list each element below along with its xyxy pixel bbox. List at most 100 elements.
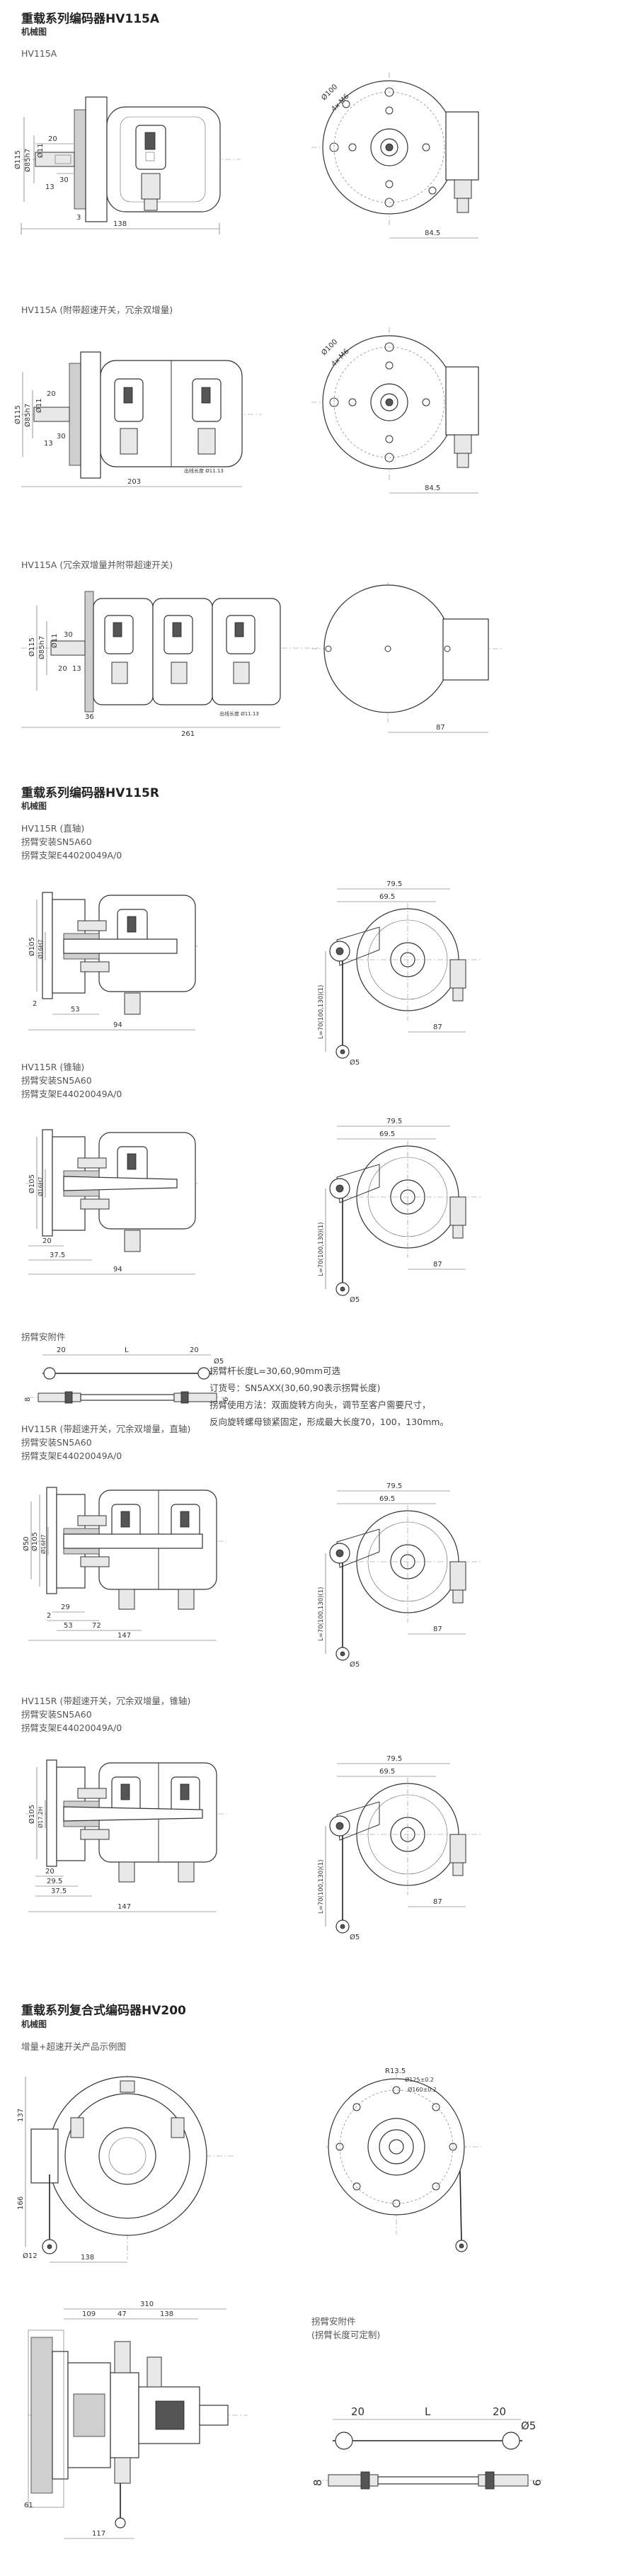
caption-line: HV115R (带超速开关，冗余双增量，直轴) bbox=[21, 1424, 191, 1434]
dim-a1-30: 30 bbox=[59, 176, 69, 184]
dim-hv200-138: 138 bbox=[81, 2254, 94, 2262]
dim-r2-69: 69.5 bbox=[379, 1130, 395, 1138]
dim-hv200-61: 61 bbox=[24, 2502, 33, 2509]
caption-line: HV115R (带超速开关，冗余双增量，锥轴) bbox=[21, 1696, 191, 1706]
dim-r4-29: 29.5 bbox=[47, 1878, 62, 1885]
caption-line: (拐臂长度可定制) bbox=[311, 2330, 381, 2340]
dim-r3-69: 69.5 bbox=[379, 1495, 395, 1503]
drawing-hv115r-overspeed-straight-side: Ø50 Ø105 Ø16H7 29 2 53 72 147 bbox=[22, 1487, 226, 1641]
drawing-hv115a-overspeed-front: Ø100 4x M6 84.5 bbox=[311, 327, 481, 494]
dim-a1-13: 13 bbox=[45, 183, 54, 191]
drawing-hv115a-front: Ø100 4x M6 84.5 bbox=[311, 72, 481, 239]
section-subtitle-hv115a: 机械图 bbox=[21, 27, 47, 37]
arm-note-line: 订货号：SN5AXX(30,60,90表示拐臂长度) bbox=[210, 1383, 381, 1393]
drawing-hv200-front: 137 166 Ø12 138 bbox=[17, 2075, 234, 2263]
dim-hv200-109: 109 bbox=[82, 2310, 96, 2318]
drawing-hv200-back: R13.5 Ø125±0.2 Ø160±0.2 bbox=[326, 2067, 481, 2252]
caption-line: 拐臂安附件 bbox=[311, 2316, 356, 2327]
dim-r2-d5: Ø5 bbox=[350, 1295, 360, 1304]
drawing-hv115r-overspeed-taper-side: Ø105 Ø17.2H 20 29.5 37.5 147 bbox=[25, 1759, 226, 1912]
dim-a1-d115: Ø115 bbox=[13, 150, 22, 169]
caption-hv200-example: 增量+超速开关产品示例图 bbox=[21, 2041, 126, 2052]
caption-hv200-arm: 拐臂安附件 (拐臂长度可定制) bbox=[311, 2315, 380, 2342]
dim-r1-dsh: Ø16H7 bbox=[37, 939, 44, 959]
dim-hv200-arm-8: 8 bbox=[311, 2479, 324, 2486]
dim-a2-bolt: Ø100 bbox=[320, 338, 340, 358]
dim-acc-8: 8 bbox=[24, 1397, 32, 1402]
drawing-hv200-section: 310 109 47 138 61 117 bbox=[24, 2300, 248, 2539]
dim-a3-87: 87 bbox=[436, 724, 445, 732]
drawing-hv115r-overspeed-taper-arm: 79.5 69.5 L=70(100,130)(1) Ø5 87 bbox=[318, 1755, 481, 1941]
dim-a2-203: 203 bbox=[127, 478, 141, 486]
dim-a3-20: 20 bbox=[58, 665, 67, 673]
dim-a2-30: 30 bbox=[57, 433, 66, 441]
dim-r3-2: 2 bbox=[47, 1612, 51, 1620]
dim-a3-30: 30 bbox=[64, 631, 73, 639]
caption-line: 拐臂安装SN5A60 bbox=[21, 1709, 92, 1720]
dim-r1-94: 94 bbox=[113, 1021, 122, 1029]
dim-r3-d5: Ø5 bbox=[350, 1660, 360, 1669]
drawing-hv115r-straight-side: Ø105 Ø16H7 2 53 94 bbox=[25, 892, 198, 1031]
dim-a2-20: 20 bbox=[47, 390, 56, 398]
dim-hv200-r135: R13.5 bbox=[385, 2067, 406, 2075]
dim-r3-87: 87 bbox=[433, 1625, 442, 1633]
dim-hv200-d125: Ø125±0.2 bbox=[405, 2076, 434, 2083]
dim-a3-label: 出线长度 Ø11.13 bbox=[219, 710, 259, 717]
dim-r1-69: 69.5 bbox=[379, 893, 395, 901]
caption-line: 拐臂支架E44020049A/0 bbox=[21, 850, 122, 861]
dim-hv200-138b: 138 bbox=[160, 2310, 173, 2318]
drawing-hv200-arm-accessory: 20 L 20 Ø5 8 6 bbox=[311, 2405, 544, 2490]
dim-a2-d11: Ø11 bbox=[35, 398, 43, 413]
caption-line: 拐臂安装SN5A60 bbox=[21, 1075, 92, 1086]
dim-a1-3: 3 bbox=[76, 214, 81, 222]
drawing-hv115a-redundant-side: Ø115 Ø85h7 Ø11 30 20 13 36 出线长度 Ø11.13 2… bbox=[21, 591, 318, 738]
dim-a1-84: 84.5 bbox=[425, 229, 440, 237]
dim-a2-label: 出线长度 Ø11.13 bbox=[184, 467, 224, 474]
dim-r2-37: 37.5 bbox=[50, 1252, 65, 1259]
dim-hv200-310: 310 bbox=[140, 2300, 154, 2308]
dim-r1-2: 2 bbox=[33, 1000, 37, 1008]
dim-r2-94: 94 bbox=[113, 1266, 122, 1273]
dim-r4-20: 20 bbox=[45, 1868, 54, 1876]
caption-hv115a-overspeed: HV115A (附带超速开关，冗余双增量) bbox=[21, 305, 173, 315]
dim-r3-72: 72 bbox=[92, 1622, 101, 1630]
caption-hv115r-overspeed-straight: HV115R (带超速开关，冗余双增量，直轴) 拐臂安装SN5A60 拐臂支架E… bbox=[21, 1422, 190, 1463]
dim-r2-arm: L=70(100,130)(1) bbox=[318, 1222, 325, 1277]
drawing-hv115a-redundant-front: 87 bbox=[311, 582, 503, 733]
dim-a1-138: 138 bbox=[113, 220, 127, 228]
section-subtitle-hv200: 机械图 bbox=[21, 2019, 47, 2029]
arm-note-line: 拐臂使用方法：双面旋转方向头，调节至客户需要尺寸， bbox=[210, 1400, 431, 1410]
dim-r3-arm: L=70(100,130)(1) bbox=[318, 1587, 325, 1642]
caption-line: 拐臂安装SN5A60 bbox=[21, 1437, 92, 1448]
dim-r2-87: 87 bbox=[433, 1261, 442, 1269]
caption-line: 拐臂支架E44020049A/0 bbox=[21, 1723, 122, 1733]
drawing-hv115r-taper-arm: 79.5 69.5 L=70(100,130)(1) Ø5 87 bbox=[318, 1118, 481, 1304]
dim-hv200-166: 166 bbox=[17, 2196, 25, 2210]
caption-line: HV115R (锥轴) bbox=[21, 1062, 85, 1072]
drawing-arm-accessory: 20 L 20 Ø5 8 6 bbox=[24, 1346, 230, 1404]
drawing-hv115r-overspeed-straight-arm: 79.5 69.5 L=70(100,130)(1) Ø5 87 bbox=[318, 1482, 481, 1669]
dim-r1-arm: L=70(100,130)(1) bbox=[318, 985, 325, 1040]
caption-accessory: 拐臂安附件 bbox=[21, 1332, 66, 1342]
dim-acc-6: 6 bbox=[222, 1397, 230, 1402]
caption-hv115r-overspeed-taper: HV115R (带超速开关，冗余双增量，锥轴) 拐臂安装SN5A60 拐臂支架E… bbox=[21, 1694, 190, 1735]
section-title-hv200: 重载系列复合式编码器HV200 bbox=[21, 2004, 186, 2018]
dim-acc-20b: 20 bbox=[190, 1346, 199, 1354]
caption-hv115a: HV115A bbox=[21, 48, 57, 59]
dim-r1-53: 53 bbox=[71, 1006, 80, 1014]
caption-hv115r-straight: HV115R (直轴) 拐臂安装SN5A60 拐臂支架E44020049A/0 bbox=[21, 822, 122, 862]
dim-r4-dsh: Ø17.2H bbox=[37, 1807, 44, 1828]
dim-r1-d105: Ø105 bbox=[28, 937, 36, 956]
dim-r4-87: 87 bbox=[433, 1898, 442, 1906]
dim-hv200-117: 117 bbox=[92, 2530, 105, 2538]
dim-hv200-arm-d5: Ø5 bbox=[521, 2419, 536, 2432]
dim-r2-20: 20 bbox=[42, 1237, 52, 1245]
dim-hv200-d12: Ø12 bbox=[23, 2252, 38, 2260]
dim-r2-79: 79.5 bbox=[386, 1118, 402, 1125]
dim-a2-d115: Ø115 bbox=[13, 405, 22, 424]
section-subtitle-hv115r: 机械图 bbox=[21, 801, 47, 811]
dim-r2-dsh: Ø16H7 bbox=[37, 1176, 44, 1196]
caption-line: 拐臂安装SN5A60 bbox=[21, 836, 92, 847]
dim-a3-d115: Ø115 bbox=[28, 637, 36, 657]
arm-note-line: 反向旋转螺母锁紧固定，形成最大长度70，100，130mm。 bbox=[210, 1417, 449, 1427]
